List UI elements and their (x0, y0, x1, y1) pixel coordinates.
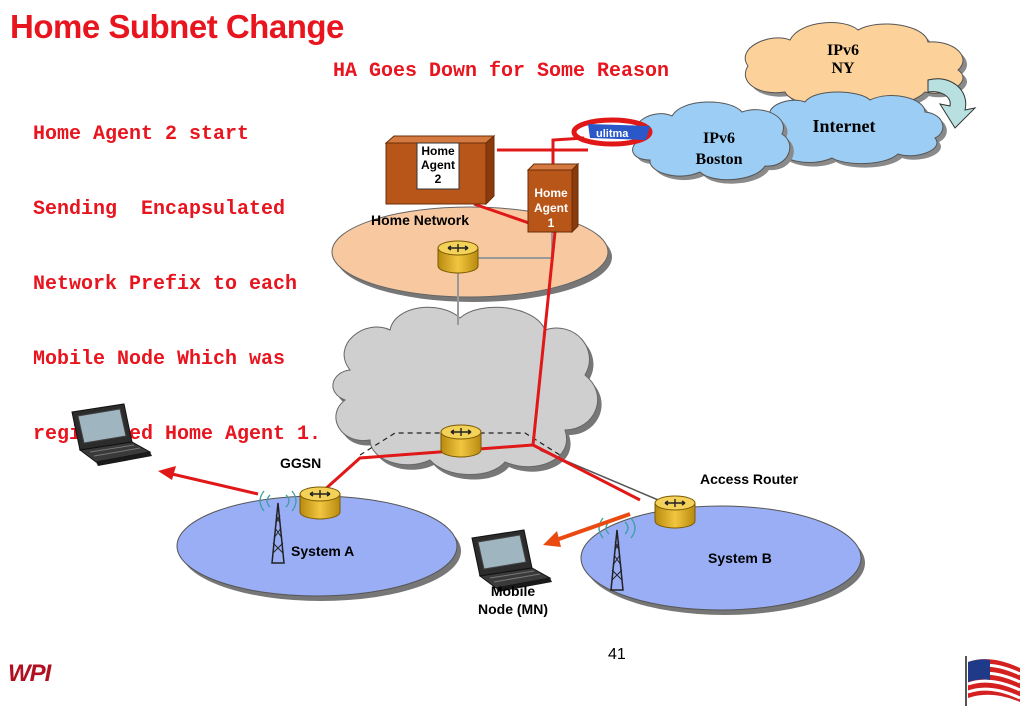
cloud-boston (632, 101, 794, 184)
cloud-internet-label: Internet (812, 116, 876, 136)
slide-title: Home Subnet Change (10, 8, 344, 45)
home-agent-2-label: Home Agent 2 (417, 144, 459, 186)
ggsn-label: GGSN (280, 455, 322, 471)
laptop-old-icon (71, 403, 153, 467)
home-agent-2-line: Home (421, 144, 455, 158)
arrow-ny-internet (927, 78, 977, 129)
home-agent-1-line: Home (534, 186, 568, 200)
cloud-ny-line: IPv6 (827, 42, 859, 59)
arrow-left-icon (158, 466, 259, 496)
svg-text:ulitma: ulitma (596, 128, 629, 140)
home-network-label: Home Network (371, 212, 470, 228)
cloud-ny-line: NY (831, 60, 855, 77)
ipv6-logo-icon: ulitma (571, 117, 653, 147)
ggsn-router-icon (299, 486, 341, 520)
description-line: Mobile Node Which was (33, 348, 286, 371)
home-agent-2-line: 2 (434, 172, 442, 186)
access-router-icon (654, 495, 696, 529)
system-b-label: System B (708, 550, 772, 566)
ha-down-caption: HA Goes Down for Some Reason (333, 60, 670, 83)
description-line: Sending Encapsulated (33, 198, 286, 221)
core-dashed-link (359, 432, 561, 456)
cloud-ny-label: IPv6 NY (800, 42, 886, 78)
core-router-icon (440, 424, 482, 458)
description-line: Network Prefix to each (33, 273, 298, 296)
home-router-icon (437, 240, 479, 274)
home-agent-1-line: 1 (547, 216, 555, 230)
description-line: Home Agent 2 start (33, 123, 250, 146)
system-a-label: System A (291, 543, 355, 559)
cloud-boston-label: IPv6 Boston (676, 128, 762, 170)
mobile-node-line: Mobile (490, 583, 536, 599)
us-flag-icon (965, 656, 1021, 706)
arrow-to-mn-icon (543, 512, 631, 547)
cloud-ny (744, 22, 968, 109)
wpi-logo: WPI (8, 660, 51, 687)
home-agent-2-box (384, 134, 496, 206)
home-agent-1-label: Home Agent 1 (528, 186, 574, 231)
cloud-boston-line: Boston (695, 151, 743, 168)
mobile-node-label: Mobile Node (MN) (470, 582, 556, 618)
access-router-label: Access Router (700, 471, 799, 487)
cloud-boston-line: IPv6 (703, 130, 735, 147)
home-agent-2-line: Agent (421, 158, 455, 172)
system-b-area (580, 505, 862, 611)
home-agent-1-box (526, 162, 580, 234)
cloud-internet (762, 91, 947, 168)
page-number: 41 (608, 646, 626, 663)
mobile-node-line: Node (MN) (478, 601, 548, 617)
home-agent-1-line: Agent (534, 201, 568, 215)
